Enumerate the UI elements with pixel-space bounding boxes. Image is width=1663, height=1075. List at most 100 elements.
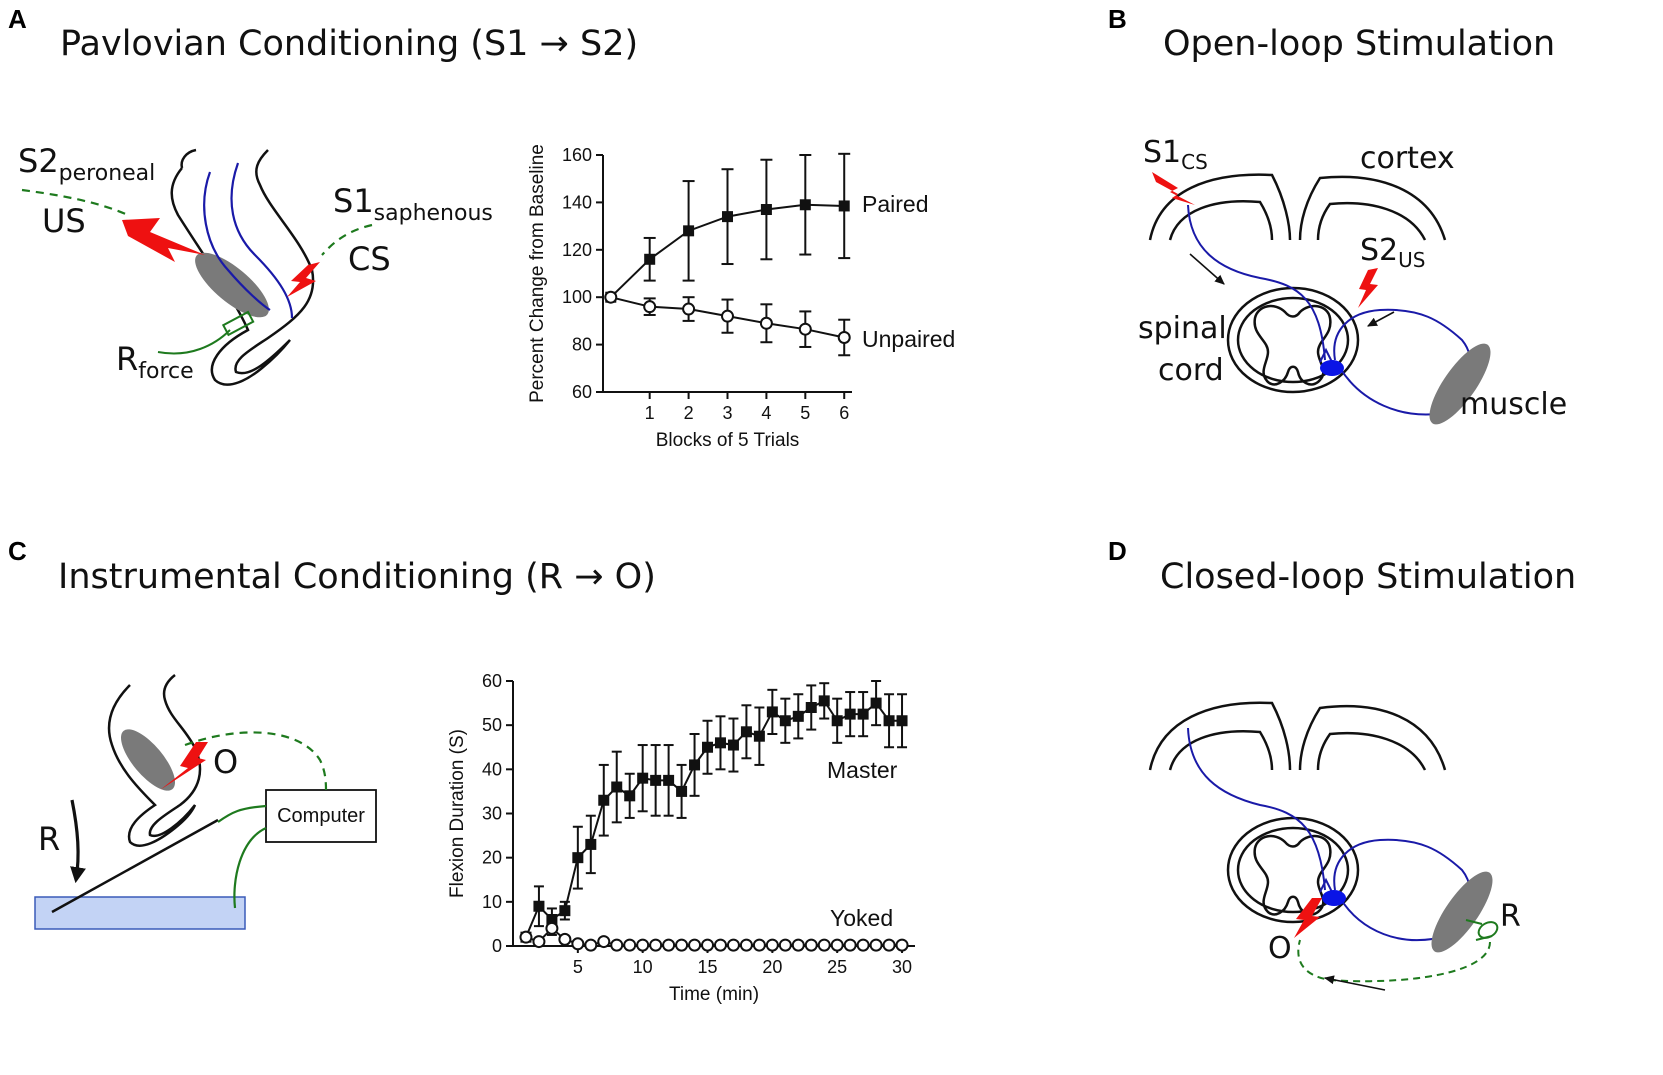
panel-letter-a: A bbox=[8, 4, 27, 34]
data-point bbox=[818, 695, 830, 707]
data-point bbox=[817, 938, 831, 952]
panel-a-title: Pavlovian Conditioning (S1 → S2) bbox=[60, 24, 638, 64]
panel-c-title: Instrumental Conditioning (R → O) bbox=[58, 557, 656, 597]
o-lead bbox=[184, 731, 328, 791]
data-point bbox=[683, 225, 695, 237]
series-master: Master bbox=[520, 680, 908, 943]
data-point bbox=[644, 253, 656, 265]
svg-text:Rforce: Rforce bbox=[116, 340, 194, 384]
leg-outline-c bbox=[107, 674, 202, 847]
data-point bbox=[604, 290, 618, 304]
x-tick-label: 10 bbox=[633, 957, 653, 977]
label-muscle: muscle bbox=[1460, 387, 1567, 422]
data-point bbox=[598, 794, 610, 806]
muscle-c bbox=[121, 729, 175, 791]
cortex-right-inner bbox=[1316, 201, 1427, 241]
data-point bbox=[637, 772, 649, 784]
data-point bbox=[740, 726, 752, 738]
wire-1 bbox=[217, 804, 267, 823]
spinal-cord-outer bbox=[1226, 286, 1360, 394]
panel-b-title: Open-loop Stimulation bbox=[1163, 24, 1555, 64]
panel-b: B Open-loop Stimulation bbox=[1108, 4, 1567, 425]
x-axis-label: Blocks of 5 Trials bbox=[656, 430, 800, 451]
data-point bbox=[650, 774, 662, 786]
data-point bbox=[713, 938, 727, 952]
force-sensor bbox=[221, 310, 255, 337]
panel-d-title: Closed-loop Stimulation bbox=[1160, 557, 1576, 597]
leg-diagram-c: Computer O R bbox=[34, 674, 377, 930]
label-r: R bbox=[116, 340, 138, 378]
label-s2-sub: peroneal bbox=[59, 161, 156, 186]
label-s1-sub: saphenous bbox=[374, 201, 493, 226]
svg-text:S2US: S2US bbox=[1360, 233, 1425, 272]
data-point bbox=[663, 774, 675, 786]
cortex-right-outer bbox=[1298, 175, 1447, 241]
svg-text:S1saphenous: S1saphenous bbox=[333, 182, 493, 226]
data-point bbox=[636, 938, 650, 952]
data-point bbox=[765, 938, 779, 952]
data-point bbox=[533, 900, 545, 912]
x-tick-label: 2 bbox=[684, 403, 694, 423]
svg-text:S2peroneal: S2peroneal bbox=[18, 142, 155, 186]
label-s1-cs: S1 bbox=[1143, 135, 1181, 170]
data-point bbox=[779, 715, 791, 727]
us-lead bbox=[21, 188, 131, 217]
muscle-b bbox=[1429, 343, 1491, 425]
x-tick-label: 6 bbox=[839, 403, 849, 423]
data-point bbox=[571, 937, 585, 951]
label-o-d: O bbox=[1268, 931, 1292, 966]
r-arrow bbox=[70, 799, 86, 884]
data-point bbox=[792, 710, 804, 722]
label-r-d: R bbox=[1500, 899, 1521, 934]
data-point bbox=[676, 785, 688, 797]
computer-box bbox=[265, 789, 377, 843]
y-tick-label: 60 bbox=[482, 671, 502, 691]
circuit-diagram-d: R O bbox=[1148, 701, 1521, 991]
data-point bbox=[662, 938, 676, 952]
panel-letter-d: D bbox=[1108, 536, 1127, 566]
label-spinal: spinal bbox=[1138, 311, 1227, 346]
y-tick-label: 140 bbox=[562, 192, 592, 212]
data-point bbox=[546, 914, 558, 925]
y-tick-label: 80 bbox=[572, 335, 592, 355]
data-point bbox=[624, 790, 636, 802]
y-tick-label: 160 bbox=[562, 145, 592, 165]
panel-d: D Closed-loop Stimulation R O bbox=[1108, 536, 1576, 991]
data-point bbox=[798, 322, 812, 336]
data-point bbox=[766, 706, 778, 718]
data-point bbox=[558, 932, 572, 946]
data-point bbox=[778, 938, 792, 952]
label-s1: S1 bbox=[333, 182, 374, 220]
cortex-left-inner bbox=[1168, 200, 1274, 241]
data-point bbox=[843, 938, 857, 952]
data-point bbox=[721, 309, 734, 323]
y-tick-label: 20 bbox=[482, 848, 502, 868]
x-tick-label: 3 bbox=[722, 403, 732, 423]
label-r-sub: force bbox=[138, 359, 193, 384]
x-tick-label: 5 bbox=[573, 957, 583, 977]
nerve-a-2 bbox=[230, 162, 294, 319]
data-point bbox=[714, 737, 726, 749]
descending-neuron bbox=[1187, 204, 1326, 361]
panel-c: C Instrumental Conditioning (R → O) Comp… bbox=[8, 536, 915, 1005]
data-point bbox=[726, 938, 740, 952]
series-label: Unpaired bbox=[862, 326, 955, 352]
x-tick-label: 5 bbox=[800, 403, 810, 423]
data-point bbox=[838, 200, 850, 212]
data-point bbox=[584, 938, 598, 952]
svg-text:S1CS: S1CS bbox=[1143, 135, 1208, 174]
y-axis-label: Flexion Duration (S) bbox=[447, 729, 468, 898]
lightning-bolt-icon bbox=[1152, 172, 1195, 205]
data-point bbox=[760, 204, 772, 216]
y-tick-label: 10 bbox=[482, 892, 502, 912]
data-point bbox=[675, 938, 689, 952]
y-tick-label: 120 bbox=[562, 240, 592, 260]
data-point bbox=[597, 935, 611, 949]
x-tick-label: 25 bbox=[827, 957, 847, 977]
leg-outline bbox=[170, 149, 315, 386]
lightning-bolt-icon bbox=[160, 742, 208, 790]
data-point bbox=[701, 938, 715, 952]
data-point bbox=[752, 938, 766, 952]
x-tick-label: 4 bbox=[761, 403, 771, 423]
